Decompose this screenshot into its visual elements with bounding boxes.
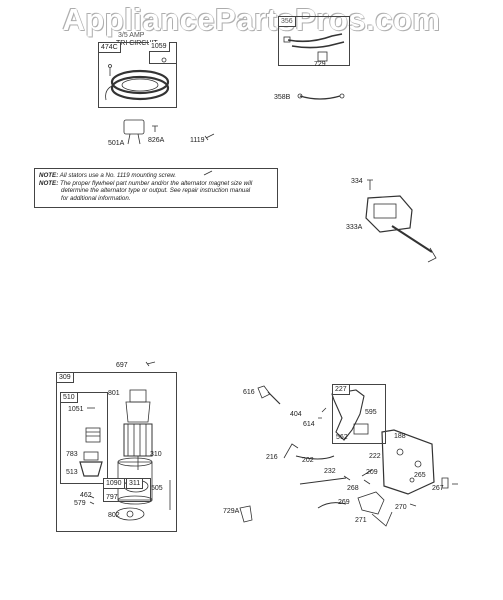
part-797: 797 (106, 494, 118, 501)
harness-356-drawing (283, 33, 345, 62)
part-216: 216 (266, 454, 278, 461)
part-501A: 501A (108, 140, 125, 147)
part-209: 209 (366, 469, 378, 476)
part-616: 616 (243, 389, 255, 396)
part-232: 232 (324, 468, 336, 475)
note-1: NOTE: All stators use a No. 1119 mountin… (39, 172, 273, 180)
part-697: 697 (116, 362, 128, 369)
part-462: 462 (80, 492, 92, 499)
part-265: 265 (414, 472, 426, 479)
part-1051: 1051 (68, 406, 84, 413)
part-271: 271 (355, 517, 367, 524)
rectifier-501A-drawing (123, 119, 145, 145)
screw-826A-drawing (152, 125, 158, 132)
screw-1119-drawing (204, 133, 215, 141)
box-label-474C: 474C (98, 42, 121, 53)
part-358B: 358B (274, 94, 291, 101)
note-2-text-3: for additional information. (61, 194, 131, 202)
part-513: 513 (66, 469, 78, 476)
box-label-1090: 1090 (103, 478, 125, 489)
group-box-alternator (98, 42, 177, 108)
starter-armature-drawing (123, 389, 153, 470)
box-label-356: 356 (278, 16, 296, 27)
part-333A: 333A (346, 224, 363, 231)
watermark: AppliancePartsPros.com (62, 2, 441, 37)
group-box-510 (60, 392, 108, 484)
notes-box: NOTE: All stators use a No. 1119 mountin… (34, 168, 278, 208)
note-1-text: All stators use a No. 1119 mounting scre… (59, 172, 177, 179)
stator-coil-drawing (105, 64, 170, 101)
screw-697-drawing (145, 361, 156, 367)
part-614: 614 (303, 421, 315, 428)
part-202: 202 (302, 457, 314, 464)
part-783: 783 (66, 451, 78, 458)
box-label-1059: 1059 (149, 42, 170, 52)
part-729: 729 (314, 61, 326, 68)
group-box-309 (56, 372, 177, 532)
part-404: 404 (290, 411, 302, 418)
ignition-module-333A-drawing (365, 179, 437, 263)
part-595: 595 (365, 409, 377, 416)
part-269: 269 (338, 499, 350, 506)
part-801: 801 (108, 390, 120, 397)
bracket-729A-drawing (239, 505, 253, 523)
box-label-510: 510 (60, 392, 78, 403)
box-label-309: 309 (56, 372, 74, 383)
group-label-amp: 3/5 AMP (118, 32, 145, 39)
part-826A: 826A (148, 137, 165, 144)
note-2: NOTE: The proper flywheel part number an… (39, 180, 273, 188)
note-2-text-1: The proper flywheel part number and/or t… (59, 179, 253, 187)
group-box-356 (278, 16, 350, 66)
part-222: 222 (369, 453, 381, 460)
part-729A: 729A (223, 508, 240, 515)
control-linkage-drawing (257, 385, 458, 527)
harness-358B-drawing (297, 93, 345, 100)
box-label-227: 227 (332, 384, 350, 395)
part-802: 802 (108, 512, 120, 519)
part-1119: 1119 (190, 137, 205, 144)
group-box-227 (332, 384, 386, 444)
note-screw-icon (203, 170, 213, 176)
part-270: 270 (395, 504, 407, 511)
part-505: 505 (151, 485, 163, 492)
part-334: 334 (351, 178, 363, 185)
group-title-tri-circuit: TRI CIRCUIT (116, 40, 158, 47)
note-2-text-2: determine the alternator type or output.… (61, 187, 251, 195)
part-188: 188 (394, 433, 406, 440)
part-267: 267 (432, 485, 444, 492)
part-268: 268 (347, 485, 359, 492)
part-579: 579 (74, 500, 86, 507)
screw-1059-drawing (161, 57, 167, 63)
starter-drive-drawing (79, 407, 103, 477)
box-label-311: 311 (126, 478, 144, 489)
note-1-prefix: NOTE: (39, 172, 59, 179)
part-310: 310 (150, 451, 162, 458)
note-2-prefix: NOTE: (39, 179, 59, 187)
part-562: 562 (336, 434, 348, 441)
